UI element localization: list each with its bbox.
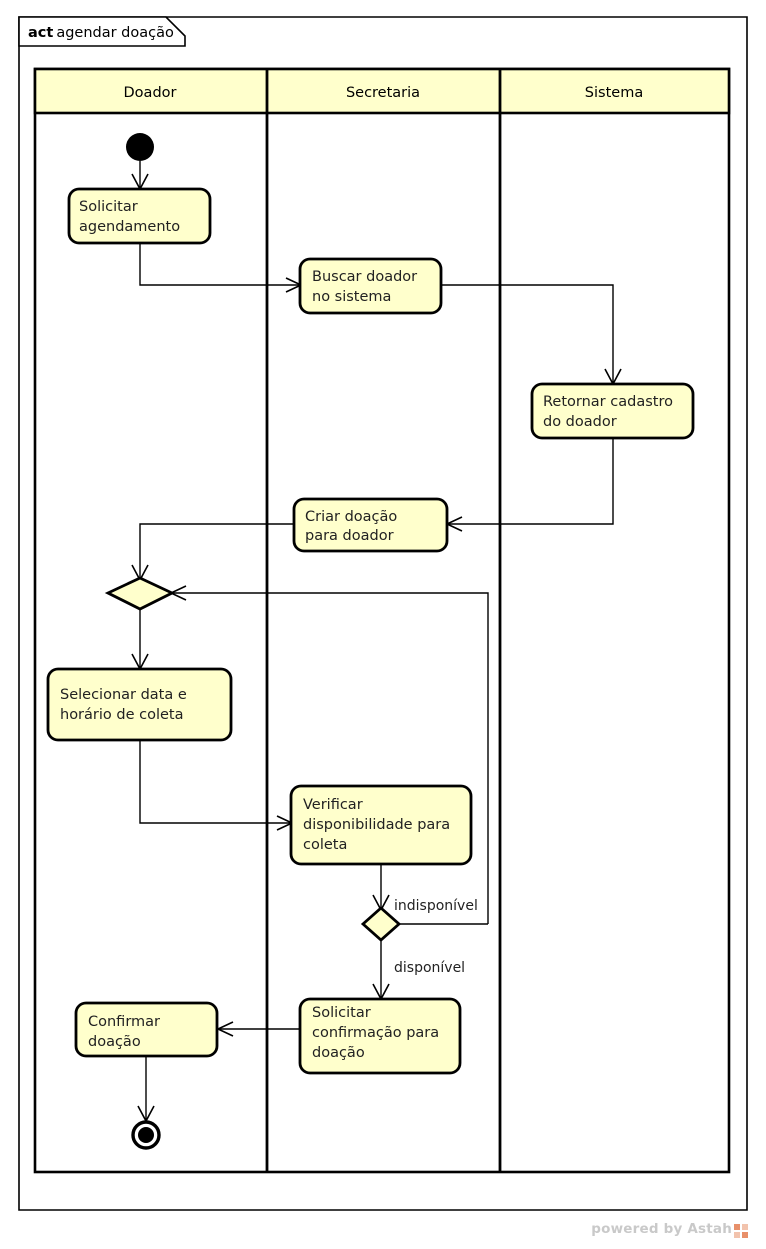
action-criar-doacao[interactable]: Criar doação para doador — [292, 497, 449, 553]
action-verificar-disponibilidade-shape[interactable] — [289, 784, 473, 866]
action-solicitar-confirmacao-shape[interactable] — [298, 997, 462, 1075]
action-solicitar-confirmacao-line2: confirmação para — [312, 1025, 439, 1041]
control-flows — [131, 161, 622, 1123]
frame-tab-name: agendar doação — [56, 25, 174, 41]
action-selecionar-data-line2: horário de coleta — [60, 707, 183, 723]
action-retornar-cadastro[interactable]: Retornar cadastro do doador — [530, 382, 695, 440]
action-selecionar-data-shape[interactable] — [46, 667, 233, 742]
action-solicitar-confirmacao-line3: doação — [312, 1045, 365, 1061]
action-solicitar-agendamento-shape[interactable] — [67, 187, 212, 245]
action-verificar-disponibilidade-line1: Verificar — [303, 797, 363, 813]
action-selecionar-data-line1: Selecionar data e — [60, 687, 187, 703]
action-verificar-disponibilidade-line2: disponibilidade para — [303, 817, 450, 833]
action-solicitar-agendamento-line1: Solicitar — [79, 199, 138, 215]
merge-node[interactable] — [104, 576, 176, 611]
action-verificar-disponibilidade[interactable]: Verificar disponibilidade para coleta — [289, 784, 473, 866]
decision-node-disponibilidade[interactable] — [360, 906, 402, 942]
flow-indisponivel-loopback — [172, 592, 489, 924]
lane-header-doador: Doador — [124, 85, 177, 101]
frame-name-tab — [18, 16, 186, 47]
action-selecionar-data[interactable]: Selecionar data e horário de coleta — [46, 667, 233, 742]
action-criar-doacao-shape[interactable] — [292, 497, 449, 553]
frame-outline — [18, 16, 748, 1211]
swimlane-container: Doador Secretaria Sistema — [33, 67, 731, 1174]
watermark-label: powered by Astah — [591, 1221, 732, 1237]
action-confirmar-doacao-shape[interactable] — [74, 1001, 219, 1058]
action-buscar-doador-line1: Buscar doador — [312, 269, 417, 285]
action-solicitar-agendamento-line2: agendamento — [79, 219, 180, 235]
action-verificar-disponibilidade-line3: coleta — [303, 837, 347, 853]
action-solicitar-agendamento[interactable]: Solicitar agendamento — [67, 187, 212, 245]
astah-logo-icon — [734, 1224, 748, 1238]
action-solicitar-confirmacao-line1: Solicitar — [312, 1005, 371, 1021]
action-buscar-doador-shape[interactable] — [298, 257, 443, 315]
action-solicitar-confirmacao[interactable]: Solicitar confirmação para doação — [298, 997, 462, 1075]
flow-selecionar-to-verificar — [139, 740, 291, 824]
astah-watermark: powered by Astah — [591, 1221, 748, 1238]
action-retornar-cadastro-line2: do doador — [543, 414, 617, 430]
lane-header-secretaria: Secretaria — [346, 85, 420, 101]
frame-tab-kind: act — [28, 25, 53, 41]
action-confirmar-doacao-line1: Confirmar — [88, 1014, 160, 1030]
action-criar-doacao-line1: Criar doação — [305, 509, 397, 525]
action-criar-doacao-line2: para doador — [305, 528, 394, 544]
guard-label-disponivel: disponível — [394, 960, 465, 976]
swimlane-header-band — [33, 67, 731, 115]
final-node[interactable] — [131, 1120, 161, 1150]
flow-buscar-to-retornar — [441, 284, 614, 383]
initial-node[interactable] — [126, 133, 154, 161]
final-node-core — [138, 1127, 154, 1143]
flow-retornar-to-criar — [448, 438, 614, 525]
action-retornar-cadastro-shape[interactable] — [530, 382, 695, 440]
flow-solicitar-to-buscar — [139, 243, 300, 286]
flow-criar-to-merge — [139, 523, 294, 578]
swimlane-body — [33, 67, 731, 1174]
guard-label-indisponivel: indisponível — [394, 898, 478, 914]
action-retornar-cadastro-line1: Retornar cadastro — [543, 394, 673, 410]
action-buscar-doador-line2: no sistema — [312, 289, 391, 305]
action-confirmar-doacao[interactable]: Confirmar doação — [74, 1001, 219, 1058]
lane-header-sistema: Sistema — [585, 85, 643, 101]
action-buscar-doador[interactable]: Buscar doador no sistema — [298, 257, 443, 315]
action-confirmar-doacao-line2: doação — [88, 1034, 141, 1050]
